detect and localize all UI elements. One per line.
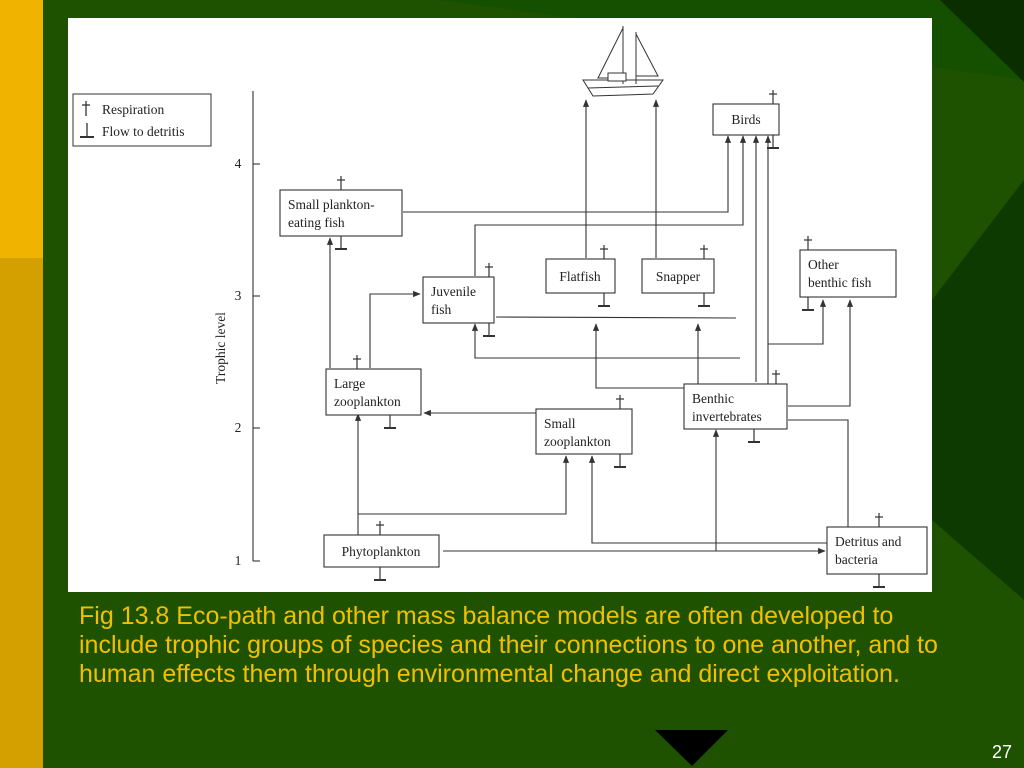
edge-large-zoo-to-juvenile xyxy=(369,290,421,368)
node-phytoplankton: Phytoplankton xyxy=(323,534,440,568)
node-detritus-bacteria-label-2: bacteria xyxy=(835,552,878,567)
left-bar-top xyxy=(0,0,43,258)
edge-benthic-to-flatfish xyxy=(592,323,686,389)
snapper-respiration-icon xyxy=(700,245,708,259)
node-phytoplankton-label: Phytoplankton xyxy=(342,544,421,559)
legend: Respiration Flow to detritis xyxy=(72,93,212,147)
large-zooplankton-respiration-icon xyxy=(353,355,361,369)
benthic-invertebrates-respiration-icon xyxy=(772,370,780,384)
detritus-bacteria-respiration-icon xyxy=(875,513,883,527)
node-large-zooplankton-label-1: Large xyxy=(334,376,365,391)
fishing-boat-icon xyxy=(582,26,664,97)
node-other-benthic-fish-label-2: benthic fish xyxy=(808,275,872,290)
birds-respiration-icon xyxy=(769,90,777,104)
edge-to-other-benthic-fish-1 xyxy=(768,299,827,345)
down-triangle-icon xyxy=(655,730,728,766)
node-birds: Birds xyxy=(712,103,780,136)
edge-to-other-benthic-fish-2 xyxy=(788,299,854,407)
tick-label-3: 3 xyxy=(235,288,242,303)
node-small-plankton-fish-label-2: eating fish xyxy=(288,215,345,230)
trophic-axis: 1 2 3 4 Trophic level xyxy=(213,91,260,568)
detritus-bacteria-detritus-flow-icon xyxy=(873,574,885,588)
flatfish-respiration-icon xyxy=(600,245,608,259)
birds-detritus-flow-icon xyxy=(767,135,779,149)
node-benthic-invertebrates-label-1: Benthic xyxy=(692,391,734,406)
node-snapper-label: Snapper xyxy=(656,269,701,284)
other-benthic-fish-respiration-icon xyxy=(804,236,812,250)
node-juvenile-fish-label-1: Juvenile xyxy=(431,284,476,299)
food-web-diagram: Respiration Flow to detritis 1 2 3 4 Tro… xyxy=(72,26,928,588)
node-small-zooplankton-label-2: zooplankton xyxy=(544,434,611,449)
node-snapper: Snapper xyxy=(641,258,715,294)
small-plankton-fish-respiration-icon xyxy=(337,176,345,190)
large-zooplankton-detritus-flow-icon xyxy=(384,415,396,429)
node-flatfish: Flatfish xyxy=(545,258,616,294)
small-plankton-fish-detritus-flow-icon xyxy=(335,236,347,250)
flatfish-detritus-flow-icon xyxy=(598,293,610,307)
node-large-zooplankton: Large zooplankton xyxy=(325,368,422,416)
slide-caption: Fig 13.8 Eco-path and other mass balance… xyxy=(79,602,938,688)
flow-arrows xyxy=(326,99,854,555)
edge-juvenile-to-birds xyxy=(474,135,747,276)
juvenile-fish-detritus-flow-icon xyxy=(483,323,495,337)
legend-box xyxy=(72,93,212,147)
edge-benthic-to-detritus xyxy=(788,419,849,528)
benthic-invertebrates-detritus-flow-icon xyxy=(748,429,760,443)
legend-detritus-label: Flow to detritis xyxy=(102,124,185,139)
node-small-zooplankton: Small zooplankton xyxy=(535,408,633,455)
tick-label-2: 2 xyxy=(235,420,242,435)
node-small-plankton-fish: Small plankton- eating fish xyxy=(279,189,403,237)
node-juvenile-fish: Juvenile fish xyxy=(422,276,495,324)
node-other-benthic-fish: Other benthic fish xyxy=(799,249,897,298)
node-birds-label: Birds xyxy=(731,112,760,127)
small-zooplankton-detritus-flow-icon xyxy=(614,454,626,468)
node-juvenile-fish-label-2: fish xyxy=(431,302,452,317)
node-small-plankton-fish-label-1: Small plankton- xyxy=(288,197,375,212)
edge-phyto-to-small-zoo xyxy=(358,455,570,515)
tick-label-4: 4 xyxy=(235,156,242,171)
node-large-zooplankton-label-2: zooplankton xyxy=(334,394,401,409)
food-web-figure: Respiration Flow to detritis 1 2 3 4 Tro… xyxy=(68,18,932,592)
node-detritus-bacteria: Detritus and bacteria xyxy=(826,526,928,575)
axis-label: Trophic level xyxy=(213,312,228,384)
right-shadow xyxy=(932,180,1024,600)
edge-juvenile-out xyxy=(495,316,737,319)
flow-marks xyxy=(335,90,885,588)
flow-to-detritus-icon xyxy=(80,123,94,138)
left-bar-bottom xyxy=(0,258,43,768)
node-flatfish-label: Flatfish xyxy=(559,269,601,284)
juvenile-fish-respiration-icon xyxy=(485,263,493,277)
respiration-icon xyxy=(82,101,90,116)
legend-respiration-label: Respiration xyxy=(102,102,164,117)
corner-dark-triangle xyxy=(940,0,1024,82)
edge-small-fish-to-birds xyxy=(403,135,732,213)
node-benthic-invertebrates: Benthic invertebrates xyxy=(683,383,788,430)
edge-benthic-to-juvenile xyxy=(471,323,740,359)
tick-label-1: 1 xyxy=(235,553,242,568)
small-zooplankton-respiration-icon xyxy=(616,395,624,409)
node-detritus-bacteria-label-1: Detritus and xyxy=(835,534,902,549)
node-other-benthic-fish-label-1: Other xyxy=(808,257,839,272)
snapper-detritus-flow-icon xyxy=(698,293,710,307)
page-number: 27 xyxy=(991,742,1012,762)
phytoplankton-respiration-icon xyxy=(376,521,384,535)
node-benthic-invertebrates-label-2: invertebrates xyxy=(692,409,762,424)
edge-detritus-to-small-zoo xyxy=(588,455,828,544)
phytoplankton-detritus-flow-icon xyxy=(374,567,386,581)
node-small-zooplankton-label-1: Small xyxy=(544,416,576,431)
other-benthic-fish-detritus-flow-icon xyxy=(802,297,814,311)
